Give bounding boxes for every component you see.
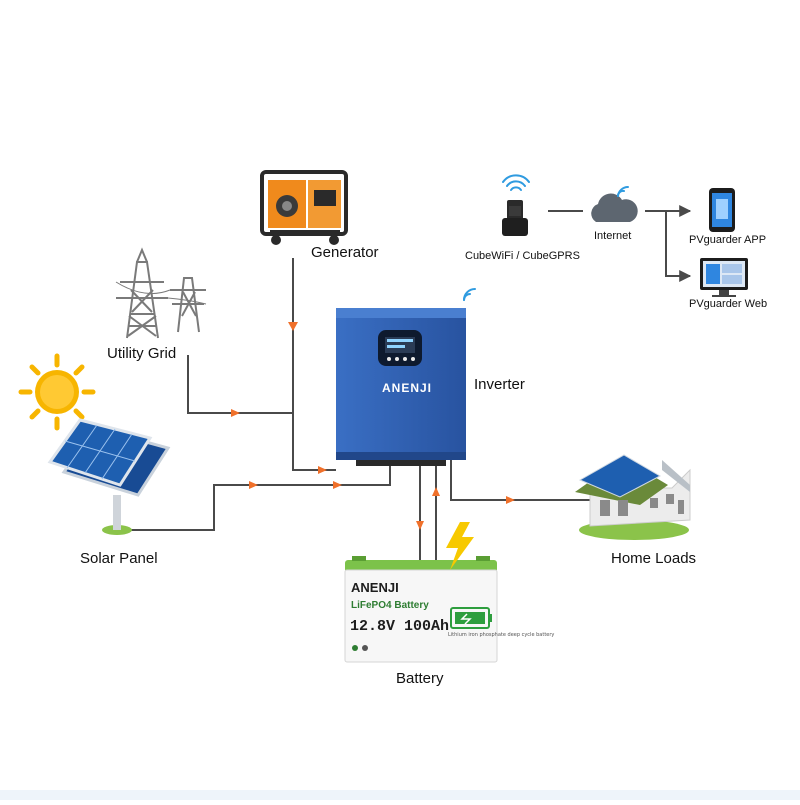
flow-arrow-battery-up	[432, 487, 440, 496]
wire-generator	[292, 258, 336, 471]
internet-wifi-icon	[617, 185, 629, 197]
inverter-brand: ANENJI	[382, 381, 432, 395]
flow-arrow-solar-2	[333, 481, 342, 489]
cube-wifi-icon	[502, 174, 530, 191]
sun-icon	[18, 353, 96, 431]
wire-home-loads	[450, 460, 590, 501]
pvguarder-web-label: PVguarder Web	[689, 298, 768, 310]
flow-arrow-solar-1	[249, 481, 258, 489]
home-loads-label: Home Loads	[611, 550, 697, 567]
flow-arrow-gen-inverter	[318, 466, 327, 474]
monitor-icon	[700, 258, 748, 297]
battery-note: Lithium iron phosphate deep cycle batter…	[448, 632, 554, 638]
flow-arrow-generator	[288, 322, 298, 331]
battery-type: LiFePO4 Battery	[351, 600, 429, 611]
battery-spec: 12.8V 100Ah	[350, 618, 449, 635]
utility-grid-icon	[115, 247, 207, 339]
generator-label: Generator	[311, 244, 379, 261]
flow-arrow-battery-down	[416, 521, 424, 530]
solar-panel-icon	[47, 418, 171, 535]
wire-solar-panel	[121, 460, 391, 531]
utility-grid-label: Utility Grid	[107, 345, 177, 362]
wire-utility-grid	[187, 355, 293, 414]
battery-label: Battery	[396, 670, 444, 687]
battery-brand: ANENJI	[351, 580, 399, 595]
flow-arrow-grid	[231, 409, 240, 417]
internet-label: Internet	[594, 230, 632, 242]
inverter-wifi-icon	[463, 288, 476, 301]
solar-panel-label: Solar Panel	[80, 550, 158, 567]
pvguarder-app-label: PVguarder APP	[689, 234, 767, 246]
bottom-band	[0, 790, 800, 800]
cloud-icon	[591, 193, 638, 222]
home-loads-icon	[575, 454, 691, 540]
flow-arrows	[231, 322, 515, 530]
wire-internet-web	[665, 211, 692, 282]
inverter-label: Inverter	[474, 376, 525, 393]
cube-label: CubeWiFi / CubeGPRS	[465, 250, 580, 262]
flow-arrow-home-loads	[506, 496, 515, 504]
battery-icon: ANENJI LiFePO4 Battery 12.8V 100Ah Lithi…	[344, 556, 554, 663]
phone-icon	[709, 188, 735, 232]
generator-icon	[260, 170, 348, 245]
lightning-icon	[446, 522, 474, 570]
cube-device-icon	[502, 200, 528, 236]
inverter-icon: ANENJI	[336, 308, 466, 466]
